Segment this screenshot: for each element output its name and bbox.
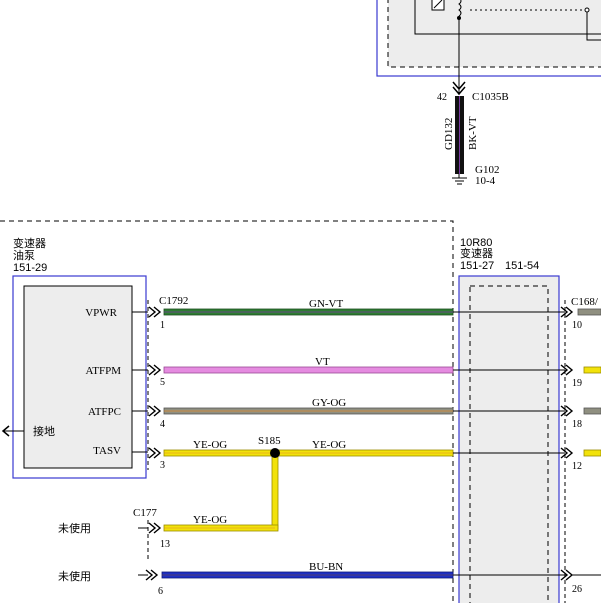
pin-arrow-icon xyxy=(145,569,154,581)
pin-arrow-icon xyxy=(560,569,569,581)
c1792-arrows xyxy=(148,306,162,459)
unused-pin-6: 6 xyxy=(158,586,163,597)
pin-arrow-icon xyxy=(148,364,157,376)
pin-label-tasv: TASV xyxy=(93,445,121,457)
trans-inner xyxy=(469,285,549,603)
harness-boundary xyxy=(0,220,454,603)
right-wire-stub-4 xyxy=(583,449,601,457)
trans-ref-1: 151-27 xyxy=(460,260,494,272)
wire-label-bu-bn: BU-BN xyxy=(309,561,343,573)
wire-vt xyxy=(163,366,454,374)
top-resistor-icon xyxy=(431,0,445,11)
pin-arrow-icon xyxy=(150,569,159,581)
bk-vt-label: BK-VT xyxy=(467,116,479,150)
trans-title-1: 10R80 xyxy=(460,237,492,249)
splice-s185 xyxy=(270,448,280,458)
c1035b-arrow2-icon xyxy=(452,86,466,96)
pin-arrow-icon xyxy=(148,306,157,318)
right-pin-19: 19 xyxy=(572,378,582,389)
g102-ref: 10-4 xyxy=(475,175,496,187)
pump-pin-1: 1 xyxy=(160,320,165,331)
trans-frame xyxy=(458,275,560,603)
wire-label-ye-og-left: YE-OG xyxy=(193,439,227,451)
pin-arrow-icon xyxy=(560,306,569,318)
c1035b-label: C1035B xyxy=(472,91,509,103)
right-connector-arrows xyxy=(560,306,574,581)
pump-ground-arrow-icon xyxy=(1,425,10,437)
top-resistor-diag xyxy=(433,0,443,9)
trans-ref-2: 151-54 xyxy=(505,260,539,272)
right-pin-26: 26 xyxy=(572,584,582,595)
pump-title-1: 变速器 xyxy=(13,236,46,250)
pin-arrow-icon xyxy=(560,405,569,417)
pin-arrow-icon xyxy=(153,405,162,417)
top-component: 42 C1035B GD132 BK-VT G102 10-4 xyxy=(376,0,601,187)
right-pin-18: 18 xyxy=(572,419,582,430)
pump-body xyxy=(23,285,133,469)
right-wire-stub-2 xyxy=(583,366,601,374)
top-internal-wire xyxy=(586,10,601,41)
pin-arrow-icon xyxy=(153,522,162,534)
wire-label-vt: VT xyxy=(315,356,330,368)
top-junction xyxy=(457,16,461,20)
pump-ref: 151-29 xyxy=(13,262,47,274)
pin-label-atfpm: ATFPM xyxy=(86,365,122,377)
pin-label-vpwr: VPWR xyxy=(85,307,117,319)
wire-label-ye-og-right: YE-OG xyxy=(312,439,346,451)
pin-label-atfpc: ATFPC xyxy=(88,406,121,418)
right-pin-10: 10 xyxy=(572,320,582,331)
pin-arrow-icon xyxy=(565,447,574,459)
top-component-frame xyxy=(376,0,601,77)
pin-arrow-icon xyxy=(148,405,157,417)
unused-label-2: 未使用 xyxy=(58,570,91,583)
pin-arrow-icon xyxy=(148,447,157,459)
pump-ground-label: 接地 xyxy=(33,425,55,438)
right-wire-stub-3 xyxy=(583,407,601,415)
unused-pins: 未使用 未使用 C177 13 6 xyxy=(58,507,170,597)
pin-arrow-icon xyxy=(565,405,574,417)
pin-arrow-icon xyxy=(153,447,162,459)
top-internal-line xyxy=(414,0,601,35)
pump-title-2: 油泵 xyxy=(13,248,35,262)
right-connector-label: C168/ xyxy=(571,296,599,308)
pump-pin-3: 3 xyxy=(160,460,165,471)
c1035b-arrow-icon xyxy=(452,81,466,91)
wire-label-gn-vt: GN-VT xyxy=(309,298,343,310)
trans-title-2: 变速器 xyxy=(460,246,493,260)
pump-pin-4: 4 xyxy=(160,419,165,430)
c1035b-pin: 42 xyxy=(437,92,447,103)
c177-label: C177 xyxy=(133,507,157,519)
g102-label: G102 xyxy=(475,164,499,176)
unused-label-1: 未使用 xyxy=(58,522,91,535)
pin-arrow-icon xyxy=(560,447,569,459)
pump-frame xyxy=(12,275,147,479)
pin-arrow-icon xyxy=(153,306,162,318)
top-node xyxy=(584,7,590,13)
gd132-label: GD132 xyxy=(443,118,455,150)
right-pin-12: 12 xyxy=(572,461,582,472)
transmission-pump: 变速器 油泵 151-29 VPWR ATFPM ATFPC TASV 接地 xyxy=(1,236,148,479)
pin-arrow-icon xyxy=(560,364,569,376)
wire-ye-og-branch-vertical xyxy=(271,452,279,530)
pump-pin-5: 5 xyxy=(160,377,165,388)
pin-arrow-icon xyxy=(148,522,157,534)
pin-arrow-icon xyxy=(565,364,574,376)
transmission-10r80: 10R80 变速器 151-27 151-54 C168/ xyxy=(458,237,599,603)
wire-label-gy-og: GY-OG xyxy=(312,397,346,409)
right-wire-stub-1 xyxy=(577,308,601,316)
pin-arrow-icon xyxy=(565,306,574,318)
c177-pin-13: 13 xyxy=(160,539,170,550)
wire-label-ye-og-branch: YE-OG xyxy=(193,514,227,526)
splice-label: S185 xyxy=(258,435,281,447)
c1792-label: C1792 xyxy=(159,295,188,307)
pin-arrow-icon xyxy=(153,364,162,376)
top-coil-icon xyxy=(458,0,462,17)
